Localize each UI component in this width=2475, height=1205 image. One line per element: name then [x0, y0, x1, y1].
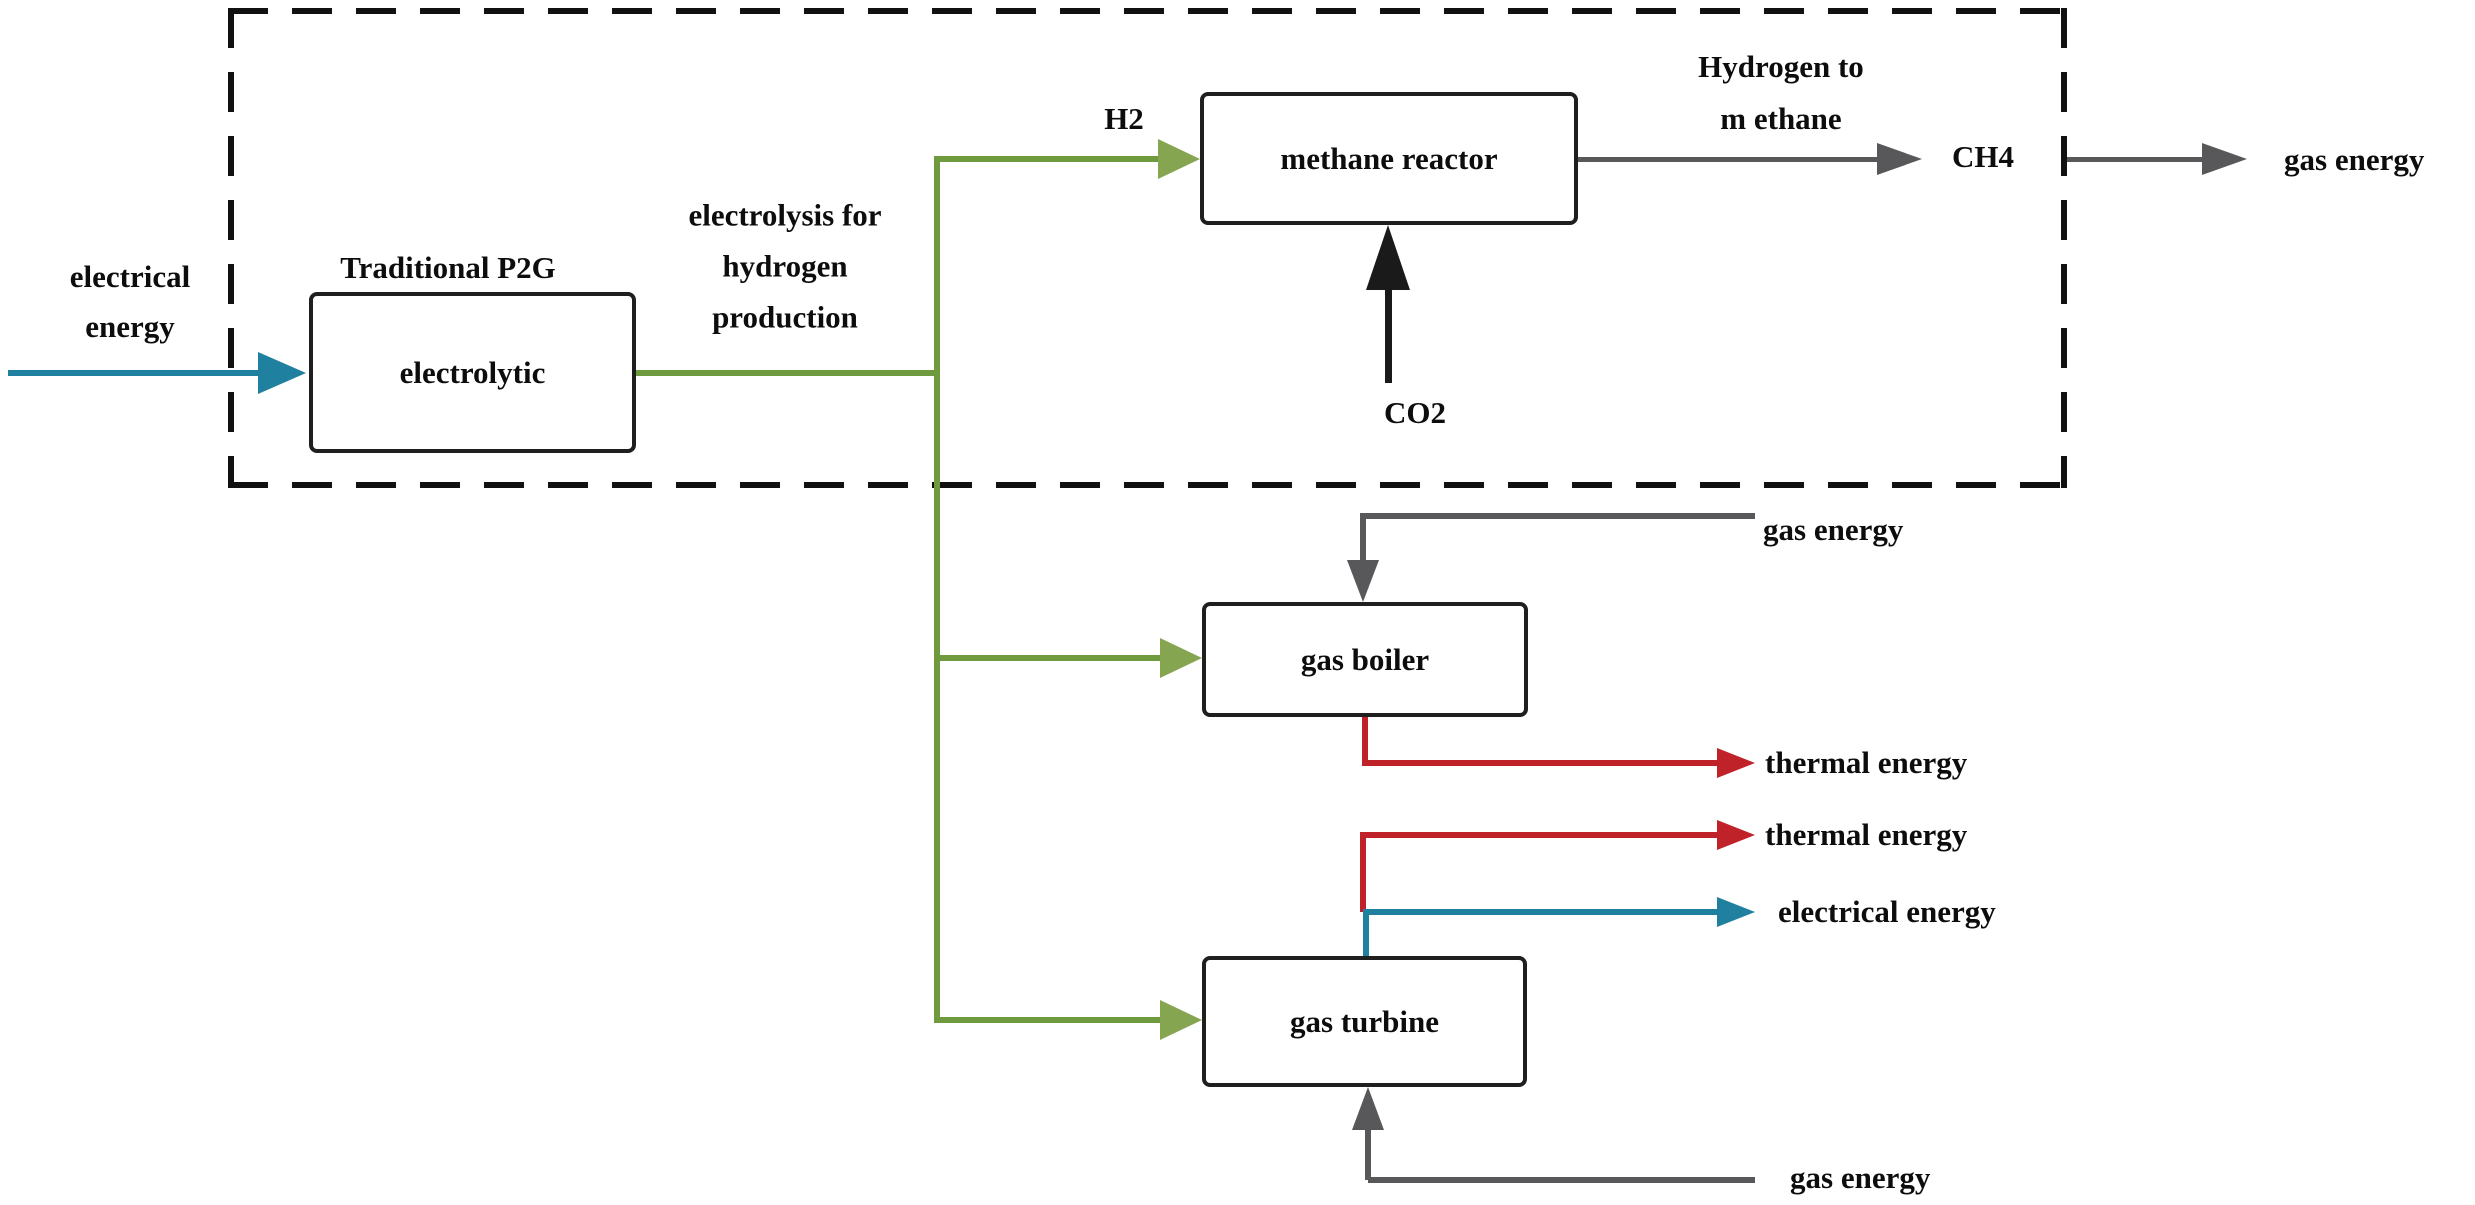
turbine-thermal-label: thermal energy	[1765, 817, 1968, 852]
reactor-output-line	[1578, 157, 1877, 162]
boiler-thermal-hline	[1362, 760, 1717, 766]
boiler-thermal-label: thermal energy	[1765, 745, 1968, 780]
electrical-energy-input-label-line1: electrical	[69, 259, 191, 294]
gas-energy-boiler-arrowhead-icon	[1347, 560, 1379, 602]
boiler-thermal-arrowhead-icon	[1717, 748, 1755, 778]
hydrogen-to-methane-label-line1: Hydrogen to	[1698, 49, 1864, 84]
gas-energy-turbine-hline	[1368, 1177, 1755, 1183]
gas-energy-boiler-vline	[1360, 513, 1366, 560]
methane-reactor-node-label: methane reactor	[1280, 140, 1498, 176]
co2-arrowhead-icon	[1366, 225, 1410, 290]
h2-label: H2	[1104, 101, 1144, 136]
turbine-electrical-label: electrical energy	[1778, 894, 1996, 929]
electrolysis-label: electrolysis for hydrogen production	[688, 190, 881, 343]
traditional-p2g-label: Traditional P2G	[340, 250, 556, 285]
p2g-dashed-border-top	[228, 8, 2067, 14]
h2-to-turbine-arrowhead-icon	[1160, 1000, 1202, 1040]
h2-line-from-electrolytic	[636, 370, 940, 376]
gas-boiler-node-label: gas boiler	[1300, 641, 1430, 677]
hydrogen-to-methane-label: Hydrogen to m ethane	[1698, 41, 1864, 145]
turbine-thermal-hline	[1360, 832, 1717, 838]
gas-boiler-node: gas boiler	[1202, 602, 1528, 717]
p2g-dashed-border-left	[228, 8, 234, 488]
electrolysis-label-line3: production	[712, 299, 858, 335]
gas-energy-turbine-label: gas energy	[1790, 1160, 1931, 1195]
turbine-electrical-arrowhead-icon	[1717, 897, 1755, 927]
gas-turbine-node-label: gas turbine	[1290, 1003, 1439, 1039]
methane-reactor-node: methane reactor	[1200, 92, 1578, 225]
gas-energy-turbine-arrowhead-icon	[1352, 1087, 1384, 1130]
gas-energy-boiler-label: gas energy	[1763, 512, 1904, 547]
gas-turbine-node: gas turbine	[1202, 956, 1527, 1087]
electrical-input-arrowhead-icon	[258, 352, 306, 394]
turbine-thermal-vline	[1360, 832, 1366, 912]
gas-energy-output-line	[2067, 157, 2202, 162]
boiler-thermal-vline	[1362, 717, 1368, 763]
h2-line-to-gas-turbine	[934, 1017, 1160, 1023]
gas-energy-output-label: gas energy	[2284, 142, 2425, 177]
p2g-dashed-border-bottom	[228, 482, 2067, 488]
h2-line-to-methane-reactor	[934, 156, 1158, 162]
turbine-thermal-arrowhead-icon	[1717, 820, 1755, 850]
co2-label: CO2	[1384, 395, 1446, 430]
turbine-electrical-vline	[1363, 909, 1369, 959]
hydrogen-to-methane-label-line2: m ethane	[1720, 101, 1842, 136]
electrolysis-label-line1: electrolysis for	[688, 197, 882, 233]
electrical-input-line	[8, 370, 258, 376]
p2g-dashed-border-right	[2061, 8, 2067, 488]
co2-input-line	[1385, 288, 1392, 383]
gas-energy-turbine-vline	[1365, 1130, 1371, 1180]
h2-line-to-gas-boiler	[934, 655, 1160, 661]
h2-to-boiler-arrowhead-icon	[1160, 638, 1202, 678]
electrical-energy-input-label-line2: energy	[85, 309, 175, 344]
gas-energy-output-arrowhead-icon	[2202, 143, 2247, 175]
electrolytic-node: electrolytic	[309, 292, 636, 453]
h2-to-reactor-arrowhead-icon	[1158, 139, 1200, 179]
electrolytic-node-label: electrolytic	[399, 354, 546, 390]
ch4-label: CH4	[1952, 139, 2014, 174]
turbine-electrical-hline	[1363, 909, 1717, 915]
h2-trunk-line	[934, 156, 940, 1023]
electrical-energy-input-label: electrical energy	[30, 252, 230, 352]
electrolysis-label-line2: hydrogen	[722, 248, 848, 284]
gas-energy-boiler-hline	[1363, 513, 1755, 519]
reactor-output-arrowhead-icon	[1877, 143, 1922, 175]
